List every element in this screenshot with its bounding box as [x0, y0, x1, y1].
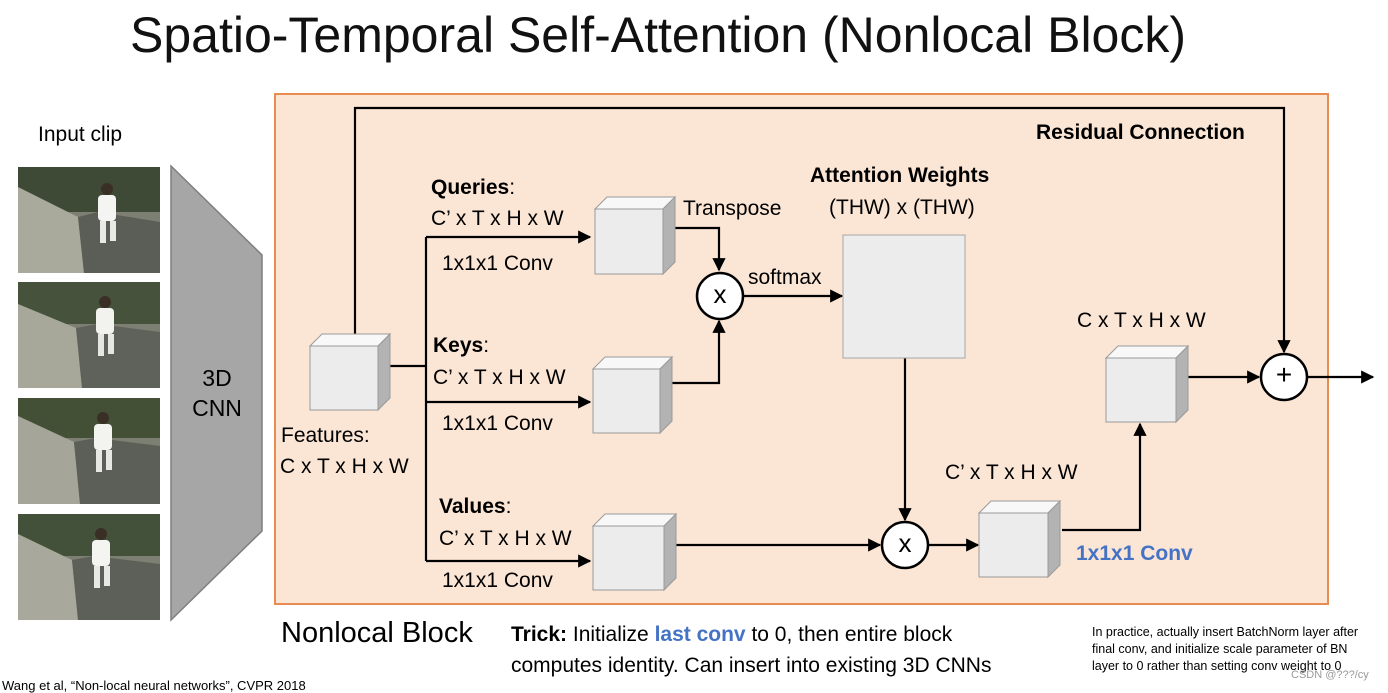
- queries-colon: :: [509, 176, 516, 199]
- trick-bold: Trick:: [511, 623, 568, 646]
- keys-conv-label: 1x1x1 Conv: [442, 412, 553, 435]
- attention-weights-title: Attention Weights: [810, 164, 990, 187]
- slide-title: Spatio-Temporal Self-Attention (Nonlocal…: [129, 7, 1187, 63]
- trick-line-2: computes identity. Can insert into exist…: [511, 654, 992, 677]
- queries-transpose-arrow: [675, 226, 726, 272]
- practice-note-line3: layer to 0 rather than setting conv weig…: [1092, 659, 1342, 673]
- output-conv-label: 1x1x1 Conv: [1076, 542, 1193, 565]
- qk-multiply-symbol: x: [713, 279, 727, 309]
- practice-note-line2: final conv, and initialize scale paramet…: [1092, 642, 1348, 656]
- practice-note: In practice, actually insert BatchNorm l…: [1092, 624, 1358, 675]
- values-dims: C’ x T x H x W: [439, 527, 572, 550]
- citation: Wang et al, “Non-local neural networks”,…: [2, 678, 306, 693]
- av-multiply-circle: [880, 520, 930, 570]
- features-cube: [308, 332, 392, 412]
- trick-pre: Initialize: [567, 623, 655, 646]
- values-heading: Values:: [439, 495, 511, 519]
- video-frame-2: [18, 282, 160, 388]
- residual-path: [353, 106, 1291, 354]
- nonlocal-block-label: Nonlocal Block: [281, 617, 473, 649]
- queries-name: Queries: [431, 176, 510, 199]
- video-frame-1: [18, 167, 160, 273]
- practice-note-line1: In practice, actually insert BatchNorm l…: [1092, 625, 1359, 639]
- attention-weights-matrix: [842, 234, 966, 359]
- attention-weights-dims: (THW) x (THW): [829, 196, 975, 219]
- values-colon: :: [505, 495, 512, 518]
- values-conv-label: 1x1x1 Conv: [442, 569, 553, 592]
- residual-plus-symbol: +: [1275, 359, 1293, 390]
- output-conv-cube: [977, 499, 1062, 579]
- transpose-label: Transpose: [683, 197, 782, 220]
- conv-to-output-cube: [1062, 422, 1147, 532]
- features-label: Features:: [281, 424, 370, 447]
- trick-line-1: Trick: Initialize last conv to 0, then e…: [511, 623, 952, 647]
- cnn-label-line2: CNN: [192, 394, 242, 421]
- video-frame-4: [18, 514, 160, 620]
- trick-highlight: last conv: [654, 623, 746, 646]
- keys-name: Keys: [433, 334, 484, 357]
- softmax-label: softmax: [748, 266, 822, 289]
- queries-heading: Queries:: [431, 176, 515, 200]
- video-frame-3: [18, 398, 160, 504]
- av-multiply-symbol: x: [898, 528, 912, 558]
- keys-dims: C’ x T x H x W: [433, 366, 566, 389]
- cnn-label-line1: 3D: [202, 365, 232, 391]
- queries-cube: [593, 195, 677, 276]
- values-name: Values: [439, 495, 506, 518]
- keys-to-multiply: [660, 319, 726, 385]
- keys-cube: [591, 355, 674, 435]
- features-dims: C x T x H x W: [280, 455, 409, 478]
- values-cube: [591, 512, 678, 592]
- cnn-trapezoid: [170, 164, 263, 622]
- output-cube: [1104, 344, 1190, 424]
- input-clip-label: Input clip: [38, 123, 123, 146]
- qk-multiply-circle: [695, 271, 745, 321]
- cnn-label: 3D CNN: [172, 364, 262, 424]
- output-conv-input-dims: C’ x T x H x W: [945, 461, 1078, 484]
- trick-post: to 0, then entire block: [745, 623, 953, 646]
- watermark: CSDN @???/cy: [1291, 669, 1369, 681]
- keys-colon: :: [483, 334, 490, 357]
- queries-conv-label: 1x1x1 Conv: [442, 252, 553, 275]
- output-dims: C x T x H x W: [1077, 309, 1206, 332]
- residual-connection-label: Residual Connection: [1036, 121, 1245, 144]
- keys-heading: Keys:: [433, 334, 489, 358]
- queries-dims: C’ x T x H x W: [431, 207, 564, 230]
- residual-plus-circle: [1259, 352, 1309, 402]
